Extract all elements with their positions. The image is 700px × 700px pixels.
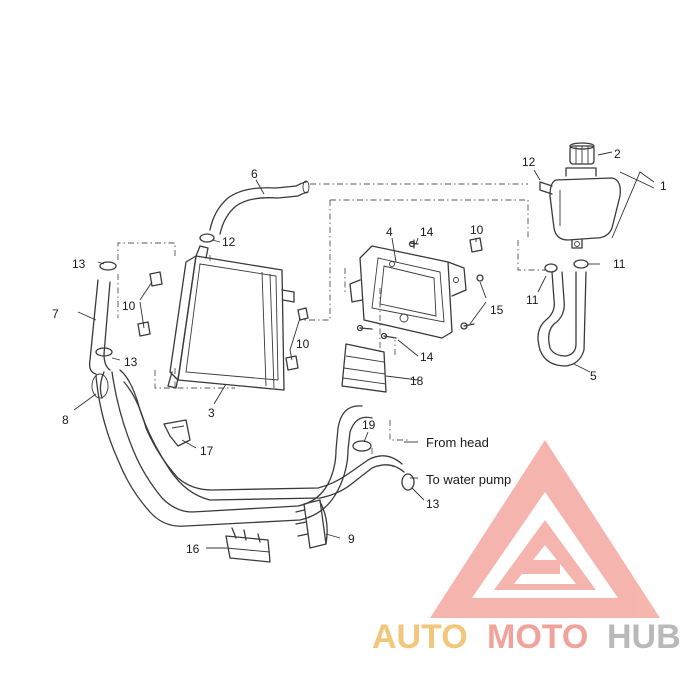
callout-6: 6 [251, 167, 258, 181]
note-from-head: From head [426, 435, 489, 450]
note-to-water-pump: To water pump [426, 472, 511, 487]
callout-9: 9 [348, 532, 355, 546]
watermark-text-hub: HUB [607, 618, 681, 656]
callout-numbers: 1 2 3 4 5 6 7 8 9 10 10 10 11 11 12 12 1… [52, 147, 667, 556]
screws [356, 239, 484, 340]
radiator-bracket [349, 245, 467, 339]
callout-14a: 14 [420, 225, 434, 239]
callout-2: 2 [614, 147, 621, 161]
callout-13c: 13 [426, 497, 440, 511]
hose-clamp-12a [199, 233, 215, 243]
callout-10c: 10 [470, 223, 484, 237]
callout-8: 8 [62, 413, 69, 427]
callout-1: 1 [660, 179, 667, 193]
tank-cap [569, 142, 595, 165]
callout-10b: 10 [296, 337, 310, 351]
watermark-text-moto: MOTO [487, 618, 588, 656]
callout-14b: 14 [420, 350, 434, 364]
radiator-guard-18 [341, 343, 387, 393]
callout-3: 3 [208, 406, 215, 420]
callout-11b: 11 [526, 293, 539, 307]
assembly-group-lines [117, 183, 545, 460]
callout-16: 16 [186, 542, 200, 556]
callout-17: 17 [200, 444, 214, 458]
callout-7: 7 [52, 307, 59, 321]
callout-10a: 10 [122, 299, 136, 313]
hose-clamp-13a [99, 261, 117, 271]
hose-clamp-13b [95, 347, 113, 357]
clip-17 [163, 419, 191, 447]
hose-5 [537, 271, 587, 367]
callout-12a: 12 [522, 155, 536, 169]
callout-13a: 13 [72, 257, 86, 271]
clips-10 [137, 237, 483, 371]
watermark-logo [430, 440, 660, 618]
callout-12b: 12 [222, 235, 236, 249]
callout-18: 18 [410, 374, 424, 388]
hose-clamp-19 [352, 440, 372, 452]
callout-11a: 11 [613, 257, 626, 271]
main-lower-hose [91, 369, 405, 527]
watermark-text-auto: AUTO [372, 618, 468, 656]
hose-holder-9 [295, 499, 328, 549]
callout-19: 19 [362, 418, 376, 432]
expansion-tank [539, 167, 621, 249]
radiator [167, 245, 295, 391]
hose-clamp-13c [401, 473, 415, 491]
callout-5: 5 [590, 369, 597, 383]
callout-4: 4 [386, 225, 393, 239]
callout-13b: 13 [124, 355, 138, 369]
callout-15: 15 [490, 303, 504, 317]
leader-lines [73, 151, 655, 549]
hose-holder-16 [225, 527, 271, 563]
hose-7 [88, 279, 111, 375]
hose-6 [209, 180, 310, 235]
hose-clamps-11 [544, 259, 589, 273]
